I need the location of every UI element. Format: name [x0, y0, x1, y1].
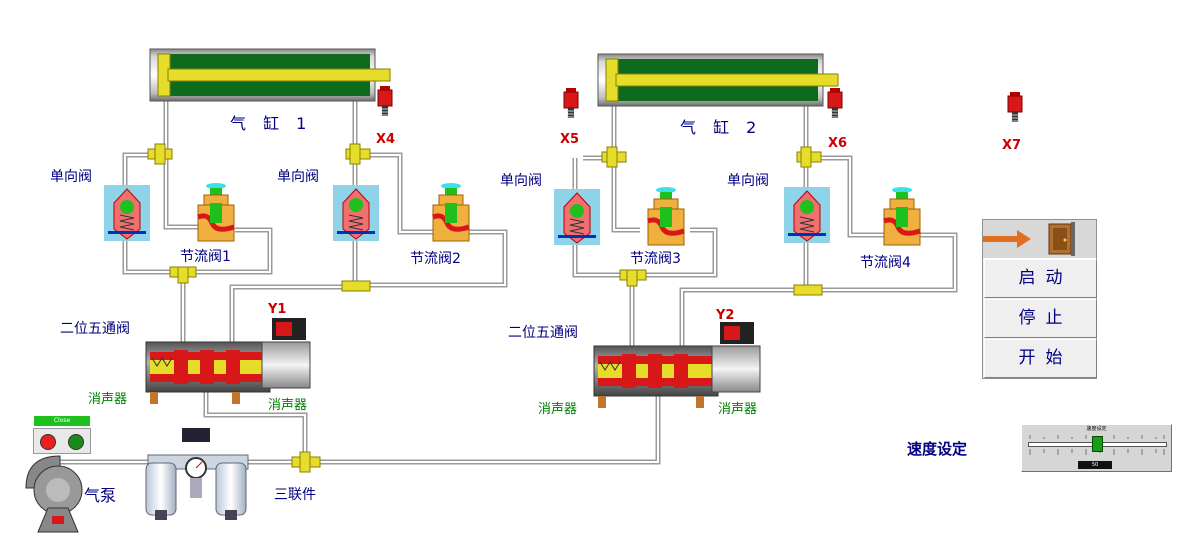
sensor-x4-icon [377, 86, 393, 116]
speed-slider-title: 速度设定 [1086, 426, 1107, 432]
door-arrow-icon [983, 220, 1096, 259]
muffler-3-label: 消声器 [538, 402, 578, 417]
speed-setting-label: 速度设定 [907, 440, 968, 458]
muffler-2-label: 消声器 [268, 398, 308, 413]
throttle-valve-3-icon [647, 187, 685, 246]
throttle-valve-1-label: 节流阀1 [180, 249, 231, 265]
air-pump-label: 气泵 [84, 486, 117, 505]
sensor-x6-icon [827, 88, 843, 118]
directional-valve-2-label: 二位五通阀 [508, 325, 578, 341]
throttle-valve-3-label: 节流阀3 [630, 251, 681, 267]
sensor-x6-label: X6 [828, 136, 848, 151]
pump-stop-button[interactable] [40, 434, 56, 450]
speed-value-display: 50 [1078, 461, 1112, 469]
start-button[interactable]: 启动 [984, 259, 1097, 298]
throttle-valve-2-icon [432, 183, 470, 242]
directional-valve-1 [145, 318, 311, 404]
pump-start-button[interactable] [68, 434, 84, 450]
sensor-x5-label: X5 [560, 132, 580, 147]
frl-label: 三联件 [274, 487, 316, 503]
air-pump-icon [25, 455, 83, 533]
sensor-x5-icon [563, 88, 579, 118]
frl-unit [145, 428, 249, 520]
speed-slider-ticks [1029, 435, 1165, 455]
muffler-1-label: 消声器 [88, 392, 128, 407]
throttle-valve-4-label: 节流阀4 [860, 255, 911, 271]
speed-slider[interactable]: 速度设定 50 [1021, 424, 1172, 472]
check-valve-2-label: 单向阀 [277, 169, 319, 185]
control-panel: 启动 停止 开始 [982, 219, 1097, 379]
check-valve-3-icon [554, 189, 600, 245]
check-valve-4-label: 单向阀 [727, 173, 769, 189]
pump-control-box [33, 428, 91, 454]
check-valve-1-label: 单向阀 [50, 169, 92, 185]
cylinder-2 [597, 53, 839, 107]
cylinder-2-label: 气 缸 2 [680, 118, 763, 137]
check-valve-3-label: 单向阀 [500, 173, 542, 189]
sensor-x7-icon [1007, 92, 1023, 122]
cylinder-1-label: 气 缸 1 [230, 114, 313, 133]
sensor-x7-label: X7 [1002, 138, 1022, 153]
stop-button[interactable]: 停止 [984, 299, 1097, 338]
directional-valve-1-label: 二位五通阀 [60, 321, 130, 337]
throttle-valve-4-icon [883, 187, 921, 246]
begin-button[interactable]: 开始 [984, 339, 1097, 378]
directional-valve-2 [593, 322, 761, 408]
speed-slider-thumb[interactable] [1091, 436, 1103, 452]
cylinder-1 [149, 48, 391, 102]
throttle-valve-1-icon [197, 183, 235, 242]
pump-status-badge: Close [34, 416, 90, 426]
sensor-x4-label: X4 [376, 132, 396, 147]
coil-y2-label: Y2 [716, 308, 735, 323]
coil-y1-label: Y1 [268, 302, 287, 317]
tee-fittings [147, 143, 823, 473]
check-valve-1-icon [104, 185, 150, 241]
check-valve-2-icon [333, 185, 379, 241]
throttle-valve-2-label: 节流阀2 [410, 251, 461, 267]
muffler-4-label: 消声器 [718, 402, 758, 417]
check-valve-4-icon [784, 187, 830, 243]
